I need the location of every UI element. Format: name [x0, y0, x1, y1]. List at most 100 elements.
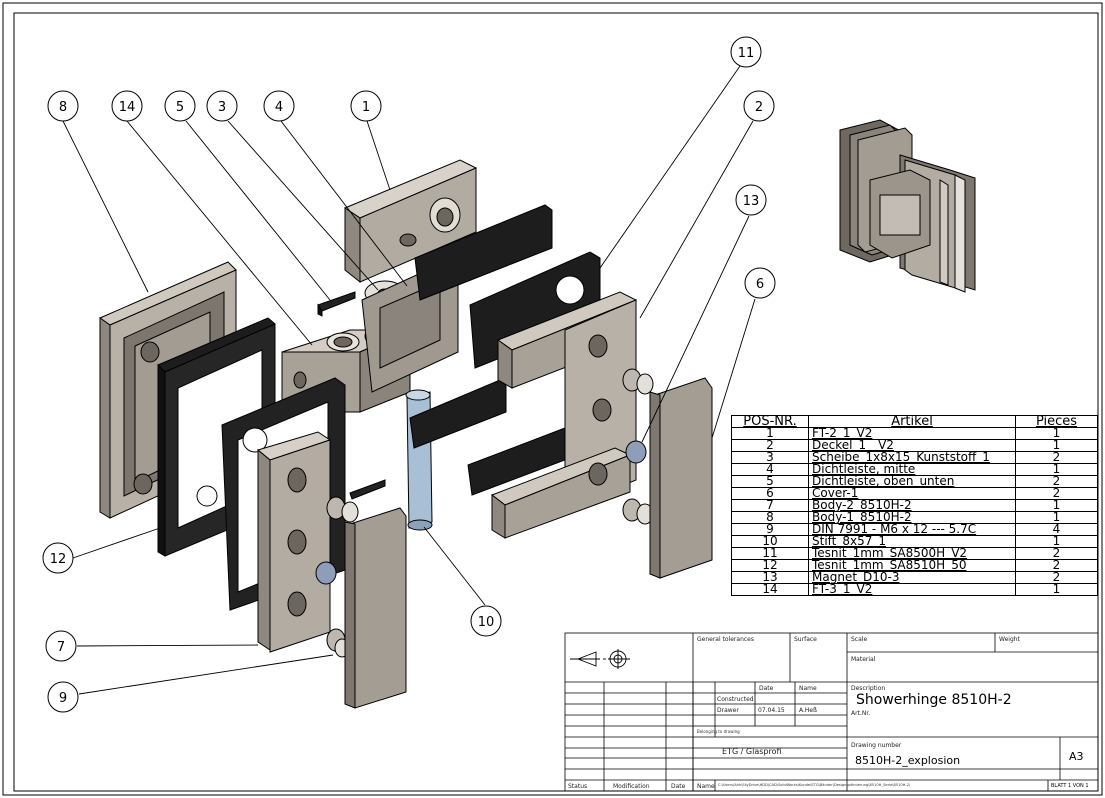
bom-cell-artikel: Body-1_8510H-2: [808, 511, 1016, 524]
bom-cell-pieces: 4: [1015, 523, 1098, 536]
bom-cell-pieces: 1: [1015, 439, 1098, 452]
description-value: Showerhinge 8510H-2: [856, 692, 1012, 708]
bom-cell-pieces: 2: [1015, 475, 1098, 488]
part-screws-right: [622, 368, 654, 525]
bom-cell-pieces: 1: [1015, 499, 1098, 512]
description-label: Description: [851, 685, 886, 692]
bom-cell-pos: 8: [731, 511, 809, 524]
bom-cell-artikel: Deckel_1__V2: [808, 439, 1016, 452]
balloon-circles: [42, 36, 776, 713]
balloon-11: 11: [738, 46, 755, 61]
inner-frame: [13, 12, 1099, 792]
sheet-number: BLATT 1 VON 1: [1051, 783, 1089, 789]
bom-cell-pos: 12: [731, 559, 809, 572]
bom-cell-artikel: Body-2_8510H-2: [808, 499, 1016, 512]
balloon-3: 3: [218, 100, 226, 115]
bom-cell-pos: 10: [731, 535, 809, 548]
sheet-size: A3: [1069, 750, 1084, 763]
balloon-14: 14: [119, 100, 136, 115]
part-magnet-right: [625, 440, 647, 464]
bom-cell-pos: 14: [731, 583, 809, 596]
balloon-12: 12: [50, 552, 67, 567]
exploded-view: 8 14 5 3 4 1 11 2 13 6 12 10 7 9: [42, 36, 776, 713]
part-magnet-left: [315, 561, 337, 585]
balloon-7: 7: [57, 640, 65, 655]
surface-label: Surface: [794, 636, 817, 643]
modification-header: Modification: [613, 783, 650, 790]
part-dichtleiste-unten: [349, 479, 386, 500]
assembled-view: [839, 119, 976, 293]
bom-header-pos: POS-NR.: [731, 415, 809, 428]
balloon-6: 6: [756, 277, 764, 292]
bom-cell-artikel: Scheibe_1x8x15_Kunststoff_1: [808, 451, 1016, 464]
bom-cell-artikel: Dichtleiste, mitte: [808, 463, 1016, 476]
part-cover-left: [344, 507, 407, 709]
bom-cell-artikel: Cover-1: [808, 487, 1016, 500]
file-path: C:\Users\Ahh\SkyDrive\HDD\CAD\SolidWorks…: [718, 783, 911, 787]
drawer-date: 07.04.15: [758, 707, 785, 714]
leader-lines: [62, 65, 756, 695]
bom-cell-artikel: FT-2_1_V2: [808, 427, 1016, 440]
balloon-5: 5: [176, 100, 184, 115]
bom-cell-pos: 4: [731, 463, 809, 476]
bom-cell-pieces: 1: [1015, 511, 1098, 524]
bom-cell-pieces: 1: [1015, 535, 1098, 548]
bom-cell-artikel: Tesnit_1mm_SA8500H_V2: [808, 547, 1016, 560]
balloon-9: 9: [59, 691, 67, 706]
bom-cell-artikel: DIN 7991 - M6 x 12 --- 5.7C: [808, 523, 1016, 536]
balloon-1: 1: [362, 100, 370, 115]
bom-cell-pos: 1: [731, 427, 809, 440]
bom-cell-pieces: 1: [1015, 583, 1098, 596]
scale-label: Scale: [851, 636, 868, 643]
balloon-2: 2: [755, 100, 763, 115]
name-label: Name: [799, 685, 817, 692]
bom-cell-pos: 5: [731, 475, 809, 488]
balloon-8: 8: [59, 100, 67, 115]
bom-header-pieces: Pieces: [1015, 415, 1098, 428]
drawing-number-label: Drawing number: [851, 742, 902, 749]
belonging-label: Belonging to drawing: [697, 729, 740, 734]
part-ft2: [343, 159, 478, 284]
bom-header-artikel: Artikel: [808, 415, 1016, 428]
bom-cell-pieces: 1: [1015, 427, 1098, 440]
bom-cell-pos: 2: [731, 439, 809, 452]
general-tolerances-label: General tolerances: [697, 636, 754, 643]
bom-header-row: POS-NR. Artikel Pieces: [731, 415, 1098, 428]
balloon-13: 13: [743, 194, 760, 209]
part-body-2: [256, 431, 332, 653]
bom-cell-artikel: Magnet_D10-3: [808, 571, 1016, 584]
bom-cell-pieces: 2: [1015, 571, 1098, 584]
bom-cell-artikel: FT-3_1_V2: [808, 583, 1016, 596]
drawer-label: Drawer: [717, 707, 739, 714]
status-header: Status: [568, 783, 588, 790]
bom-cell-pieces: 1: [1015, 463, 1098, 476]
title-block-lines: [564, 632, 1099, 792]
weight-label: Weight: [999, 636, 1020, 643]
bom-cell-pos: 6: [731, 487, 809, 500]
balloon-labels: 8 14 5 3 4 1 11 2 13 6 12 10 7 9: [50, 46, 764, 706]
balloon-4: 4: [275, 100, 283, 115]
constructed-label: Constructed: [717, 696, 754, 703]
date-label: Date: [759, 685, 774, 692]
bom-cell-pos: 9: [731, 523, 809, 536]
bom-cell-pieces: 2: [1015, 547, 1098, 560]
projection-symbol: [570, 649, 630, 669]
part-deckel: [490, 291, 638, 539]
part-cover-right: [649, 377, 713, 579]
bom-cell-pos: 13: [731, 571, 809, 584]
